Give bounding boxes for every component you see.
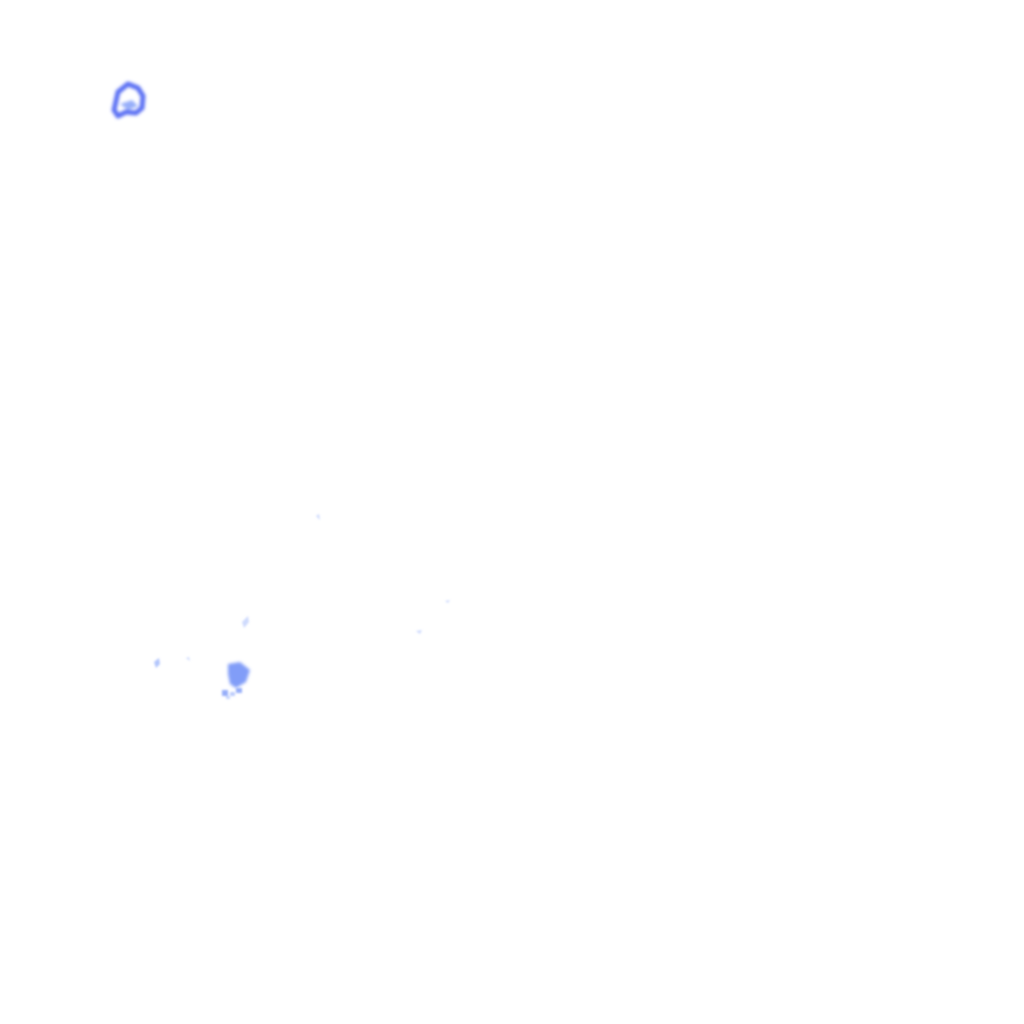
speck-left [154, 658, 160, 668]
bottom-cluster-main-blob [228, 662, 250, 688]
top-left-blob-icon [111, 81, 146, 119]
speck-right-high [445, 600, 450, 603]
bottom-cluster-speckles [222, 688, 242, 699]
speck-mid-left [242, 616, 249, 628]
scattered-specks [154, 514, 450, 668]
speck-top [316, 514, 320, 520]
speck-right-low [416, 630, 422, 634]
speck-left-small [186, 657, 190, 661]
